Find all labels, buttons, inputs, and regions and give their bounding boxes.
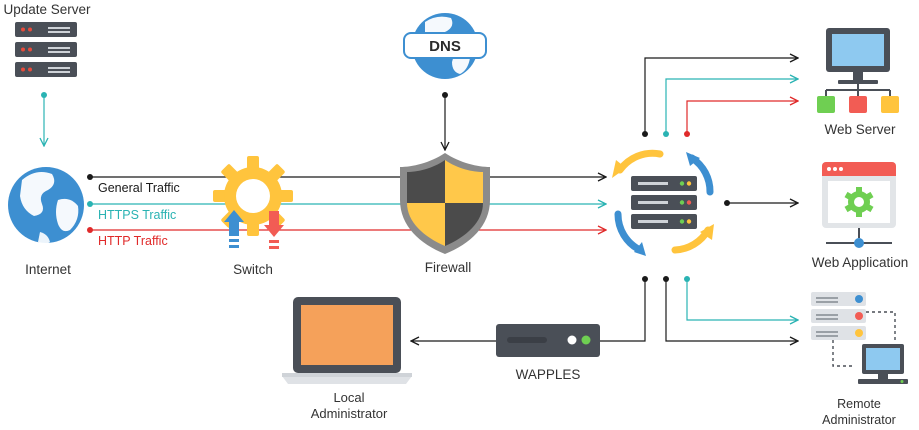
https-traffic-line bbox=[87, 201, 606, 207]
remote-administrator-icon bbox=[811, 292, 908, 384]
firewall-label: Firewall bbox=[425, 260, 472, 275]
connectors bbox=[41, 58, 798, 341]
web-server-icon bbox=[817, 28, 899, 113]
update-connector bbox=[41, 92, 47, 146]
dns-label: DNS bbox=[429, 38, 461, 55]
switch-gear-icon bbox=[213, 156, 293, 249]
switch-up-arrow-icon bbox=[224, 210, 244, 248]
web-app-connector bbox=[724, 200, 798, 206]
wapples-core-server-icon bbox=[612, 149, 714, 256]
web-application-icon bbox=[822, 162, 896, 248]
local-administrator-text: Local Administrator bbox=[310, 390, 388, 422]
web-server-connectors bbox=[642, 58, 798, 137]
dns-connector bbox=[442, 92, 448, 150]
local-administrator-label: Local Administrator bbox=[290, 390, 408, 423]
switch-label: Switch bbox=[233, 262, 273, 277]
firewall-shield-icon bbox=[400, 153, 490, 254]
web-application-label: Web Application bbox=[812, 255, 909, 270]
laptop-icon bbox=[282, 297, 412, 384]
remote-administrator-text: Remote Administrator bbox=[822, 397, 896, 427]
update-server-icon bbox=[15, 22, 77, 77]
remote-admin-connectors bbox=[663, 276, 798, 341]
internet-globe-icon bbox=[8, 167, 84, 244]
dns-icon bbox=[403, 13, 487, 79]
update-server-label: Update Server bbox=[3, 2, 91, 17]
remote-administrator-label: Remote Administrator bbox=[800, 397, 918, 428]
wapples-label: WAPPLES bbox=[516, 367, 581, 382]
wapples-appliance-icon bbox=[496, 324, 600, 357]
general-traffic-label: General Traffic bbox=[98, 181, 180, 195]
http-traffic-label: HTTP Traffic bbox=[98, 234, 168, 248]
https-traffic-label: HTTPS Traffic bbox=[98, 208, 176, 222]
switch-down-arrow-icon bbox=[264, 211, 284, 249]
internet-label: Internet bbox=[25, 262, 71, 277]
http-traffic-line bbox=[87, 227, 606, 233]
web-server-label: Web Server bbox=[824, 122, 896, 137]
general-traffic-line bbox=[87, 174, 606, 180]
wapples-connector bbox=[411, 276, 648, 341]
